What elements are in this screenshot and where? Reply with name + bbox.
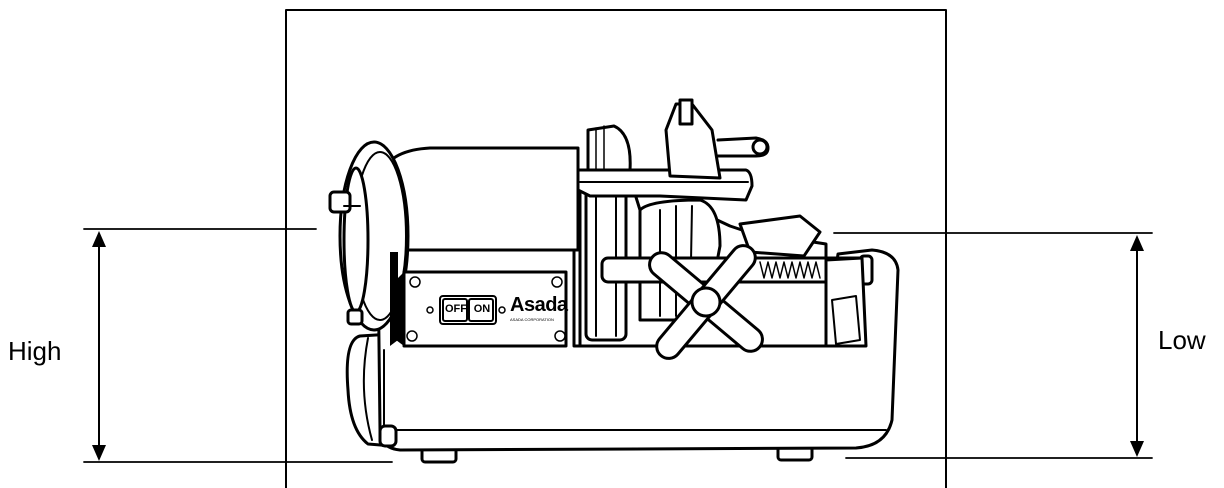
on-switch-label: ON (473, 303, 491, 315)
panel-screw-bl (406, 330, 418, 342)
switch-frame (439, 295, 497, 325)
off-switch-label: OFF (445, 303, 467, 315)
high-dimension-label: High (8, 336, 62, 366)
top-cutter-wheel (586, 124, 632, 174)
base-knob (378, 424, 398, 448)
brand-subtitle: ASADA CORPORATION (510, 317, 554, 322)
high-arrow-bottom (92, 445, 106, 461)
screw-thread (759, 261, 821, 279)
low-arrow-top (1130, 235, 1144, 251)
off-switch[interactable] (442, 298, 468, 322)
rear-hub (328, 190, 352, 214)
panel-screw-tl (409, 276, 421, 288)
low-arrow-bottom (1130, 441, 1144, 457)
on-switch[interactable] (468, 298, 494, 322)
low-dimension-label: Low (1158, 325, 1206, 355)
panel-screw-tr (551, 276, 563, 288)
panel-screw-br (554, 330, 566, 342)
top-handle (576, 168, 754, 202)
vise-block (824, 256, 868, 348)
frame-border (285, 9, 947, 488)
brand-logo: Asada (510, 294, 568, 316)
high-arrow-top (92, 231, 106, 247)
